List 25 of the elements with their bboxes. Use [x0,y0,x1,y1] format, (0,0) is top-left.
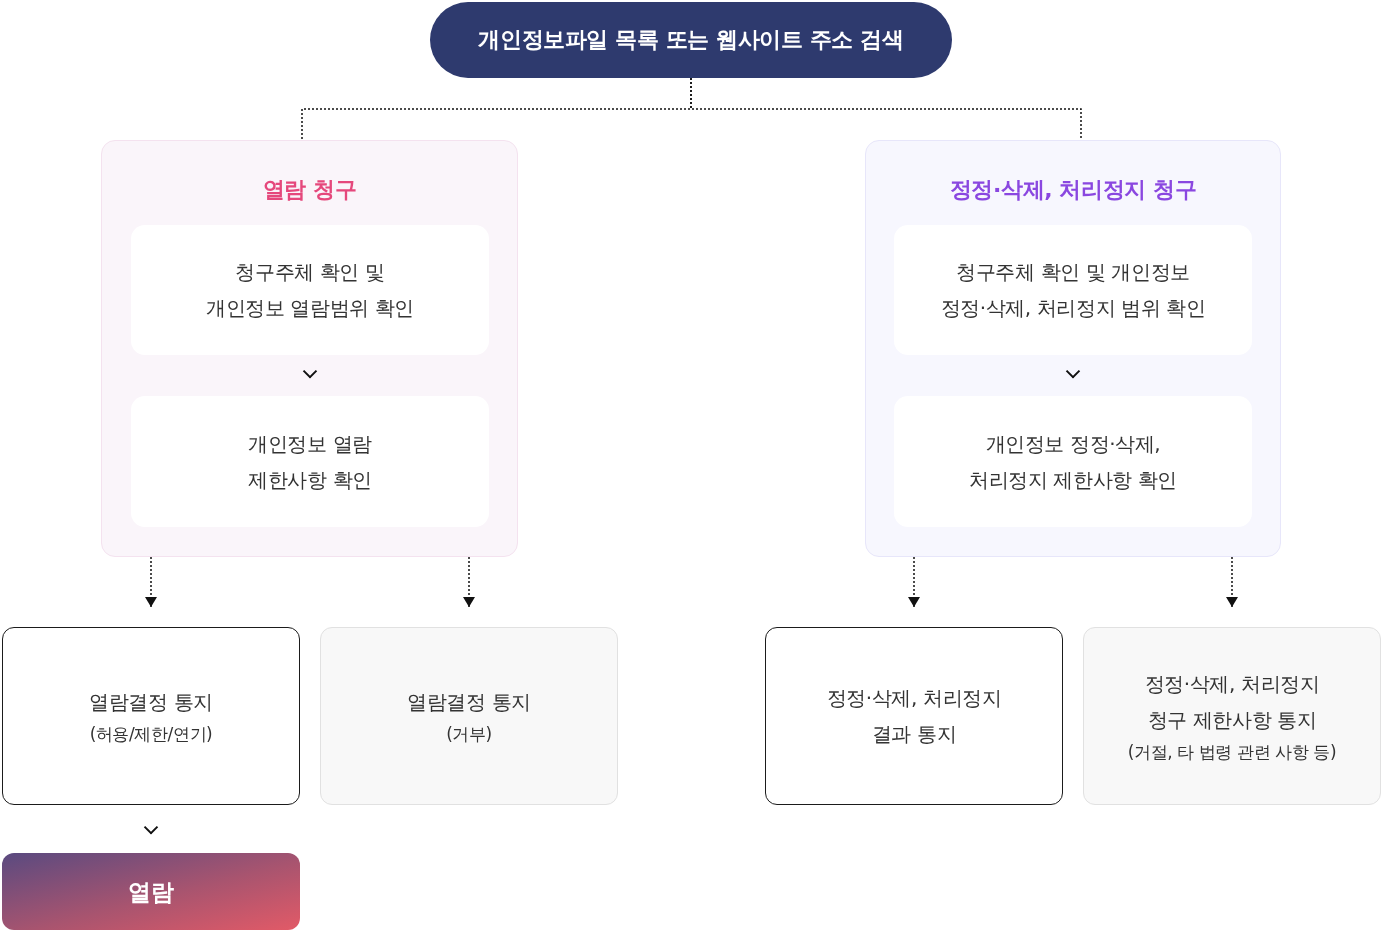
start-pill: 개인정보파일 목록 또는 웹사이트 주소 검색 [430,2,952,78]
notice-card [1083,627,1381,805]
dotted-arrow [145,556,157,608]
notice-detail: (거절, 타 법령 관련 사항 등) [1127,741,1337,764]
dotted-arrow [463,556,475,608]
notice-card [2,627,300,805]
notice-card [320,627,618,805]
panel-heading: 열람 청구 [262,176,357,204]
step-card: 청구주체 확인 및 개인정보 열람범위 확인 [131,225,489,355]
panel-heading: 정정·삭제, 처리정지 청구 [949,176,1197,204]
step-card: 개인정보 정정·삭제, 처리정지 제한사항 확인 [894,396,1252,527]
dotted-arrow [1226,556,1238,608]
dotted-arrow [908,556,920,608]
request-panel [101,140,518,557]
outcome-banner: 열람 [2,853,300,930]
notice-detail: (허용/제한/연기) [89,723,213,746]
notice-title: 열람결정 통지 [407,689,531,716]
notice-detail: (거부) [446,723,492,746]
notice-card: 정정·삭제, 처리정지 결과 통지 [765,627,1063,805]
step-card: 개인정보 열람 제한사항 확인 [131,396,489,527]
notice-title: 정정·삭제, 처리정지 청구 제한사항 통지 [1144,671,1320,734]
step-card: 청구주체 확인 및 개인정보 정정·삭제, 처리정지 범위 확인 [894,225,1252,355]
dotted-connector [690,77,1082,141]
notice-title: 열람결정 통지 [89,689,213,716]
request-panel [865,140,1281,557]
